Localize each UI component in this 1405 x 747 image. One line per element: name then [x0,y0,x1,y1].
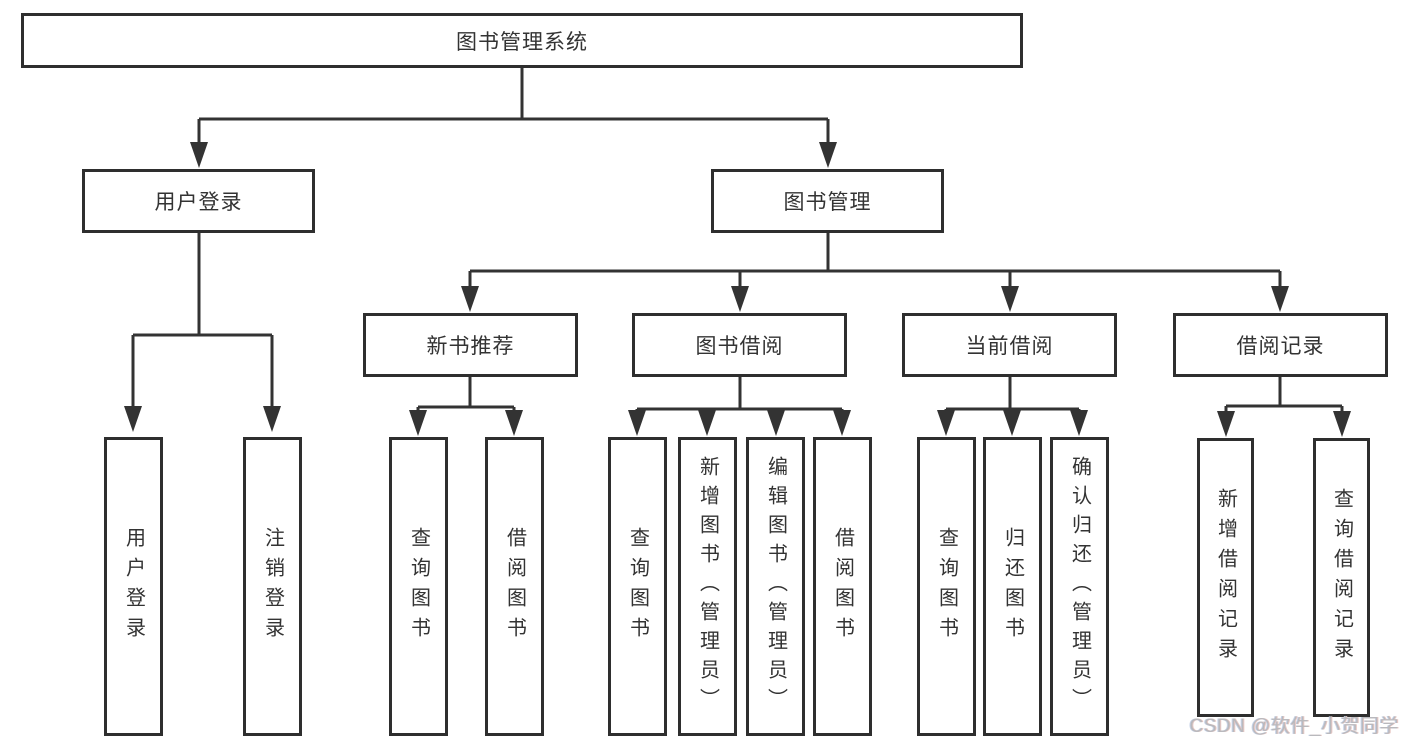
node-new-book-recommend-label: 新书推荐 [426,335,515,358]
leaf-add-book-admin: 新增图书（管理员） [678,437,737,736]
node-new-book-recommend: 新书推荐 [363,313,578,377]
node-root-label: 图书管理系统 [456,30,588,54]
leaf-query-borrow-record-label: 查询借阅记录 [1330,487,1353,668]
leaf-user-login: 用户登录 [104,437,163,736]
leaf-borrow-book-recommend: 借阅图书 [485,437,544,736]
leaf-borrow-book: 借阅图书 [813,437,872,736]
node-book-borrow-label: 图书借阅 [695,335,784,358]
node-root: 图书管理系统 [21,13,1023,68]
leaf-add-borrow-record-label: 新增借阅记录 [1214,487,1237,668]
leaf-edit-book-admin-label: 编辑图书（管理员） [764,456,787,717]
leaf-user-login-label: 用户登录 [122,526,145,647]
leaf-return-book-label: 归还图书 [1001,526,1024,647]
node-current-borrow: 当前借阅 [902,313,1117,377]
csdn-watermark: CSDN @软件_小贺同学 [1189,716,1399,737]
leaf-add-borrow-record: 新增借阅记录 [1197,438,1254,717]
leaf-query-borrow-record: 查询借阅记录 [1313,438,1370,717]
leaf-borrow-book-recommend-label: 借阅图书 [503,526,526,647]
leaf-logout: 注销登录 [243,437,302,736]
node-user-login-label: 用户登录 [154,191,243,214]
leaf-confirm-return-admin: 确认归还（管理员） [1050,437,1109,736]
leaf-return-book: 归还图书 [983,437,1042,736]
leaf-edit-book-admin: 编辑图书（管理员） [746,437,805,736]
node-book-management: 图书管理 [711,169,944,233]
node-borrow-records: 借阅记录 [1173,313,1388,377]
node-borrow-records-label: 借阅记录 [1236,335,1325,358]
leaf-query-book-recommend-label: 查询图书 [407,526,430,647]
leaf-logout-label: 注销登录 [261,526,284,647]
leaf-query-book-borrow: 查询图书 [608,437,667,736]
node-user-login: 用户登录 [82,169,315,233]
leaf-query-book-borrow-label: 查询图书 [626,526,649,647]
leaf-borrow-book-label: 借阅图书 [831,526,854,647]
leaf-query-current-borrow-label: 查询图书 [935,526,958,647]
node-book-borrow: 图书借阅 [632,313,847,377]
leaf-query-book-recommend: 查询图书 [389,437,448,736]
node-book-management-label: 图书管理 [783,191,872,214]
leaf-query-current-borrow: 查询图书 [917,437,976,736]
node-current-borrow-label: 当前借阅 [965,335,1054,358]
leaf-confirm-return-admin-label: 确认归还（管理员） [1068,456,1091,717]
leaf-add-book-admin-label: 新增图书（管理员） [696,456,719,717]
